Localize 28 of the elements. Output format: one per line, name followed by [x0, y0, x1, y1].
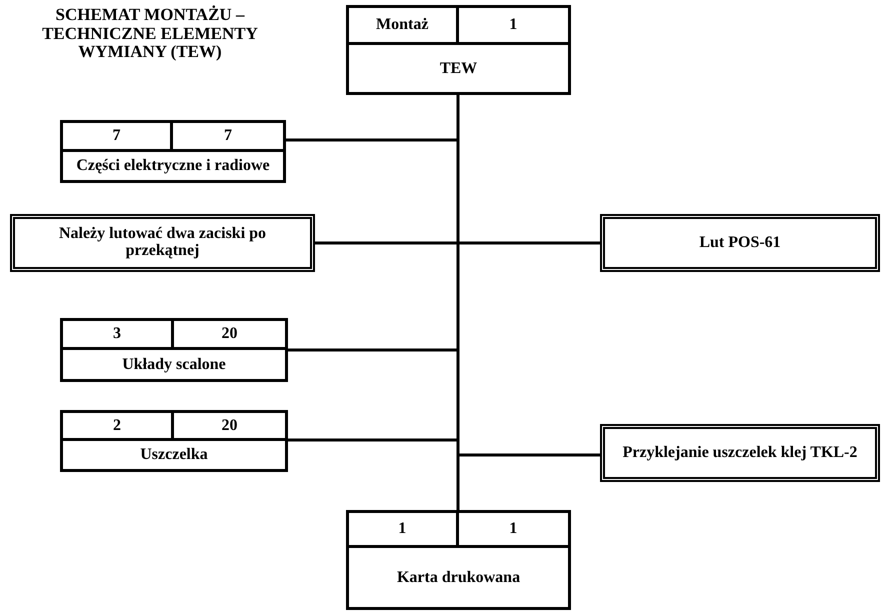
- table-box: [60, 410, 288, 472]
- table-cell: 20: [174, 413, 285, 441]
- item-name: Karta drukowana: [396, 568, 522, 588]
- table-cell: 1: [458, 8, 568, 45]
- item-name: Układy scalone: [121, 354, 227, 374]
- table-cell: 20: [174, 321, 285, 350]
- table-cell: 1: [458, 513, 568, 548]
- table-cell: 2: [63, 413, 174, 441]
- connector-line: [456, 95, 460, 510]
- note-box: [10, 214, 315, 272]
- table-box: [346, 5, 571, 95]
- note-box: [600, 424, 880, 482]
- item-name: Uszczelka: [139, 445, 209, 465]
- table-box: [60, 318, 288, 382]
- table-cell: Montaż: [349, 8, 458, 45]
- note-text: Należy lutować dwa zaciski po przekątnej: [58, 226, 268, 260]
- note-text: Przyklejanie uszczelek klej TKL-2: [622, 444, 858, 462]
- note-box: [600, 214, 880, 272]
- note-text: Lut POS-61: [698, 234, 782, 252]
- table-cell: 1: [349, 513, 458, 548]
- table-cell: 7: [173, 123, 283, 152]
- item-name: Części elektryczne i radiowe: [75, 156, 271, 176]
- table-box: [346, 510, 571, 610]
- diagram-title: SCHEMAT MONTAŻU – TECHNICZNE ELEMENTY WYMIANY (TEW): [41, 6, 259, 62]
- table-box: [60, 120, 286, 183]
- table-cell: 3: [63, 321, 174, 350]
- item-name: TEW: [438, 58, 478, 78]
- table-cell: 7: [63, 123, 173, 152]
